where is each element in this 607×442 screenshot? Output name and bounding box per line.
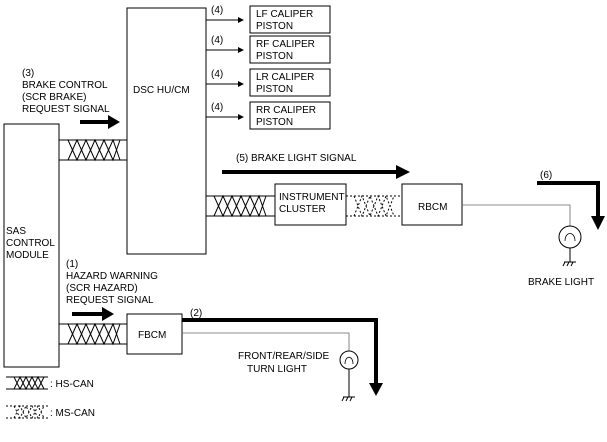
turn-light-circuit: FRONT/REAR/SIDE TURN LIGHT (2) (182, 308, 383, 402)
piston-lr-label-1: LR CALIPER (256, 72, 314, 83)
piston-lf-label-2: PISTON (256, 21, 293, 32)
brake-light-bulb-icon (558, 225, 582, 249)
sas-label-line1: SAS (6, 226, 26, 237)
brake-control-signal: (3) BRAKE CONTROL (SCR BRAKE) REQUEST SI… (22, 68, 120, 129)
hazard-line2: (SCR HAZARD) (66, 283, 138, 294)
rbcm-module: RBCM (401, 183, 463, 226)
fbcm-module: FBCM (126, 313, 183, 355)
turn-light-label-1: FRONT/REAR/SIDE (238, 351, 329, 362)
brake-light-circuit: BRAKE LIGHT (6) (462, 170, 605, 288)
cluster-label-line2: CLUSTER (279, 204, 326, 215)
piston-lr-label-2: PISTON (256, 84, 293, 95)
piston-lf-label-1: LF CALIPER (256, 9, 313, 20)
hs-can-sas-dsc (59, 138, 127, 162)
sas-label-line2: CONTROL (6, 238, 55, 249)
brake-control-line3: REQUEST SIGNAL (22, 104, 110, 115)
piston-rf-step: (4) (211, 35, 223, 46)
hazard-line1: HAZARD WARNING (66, 271, 158, 282)
legend-ms-can-label: : MS-CAN (50, 408, 95, 419)
hazard-signal: (1) HAZARD WARNING (SCR HAZARD) REQUEST … (66, 259, 158, 321)
piston-rr-step: (4) (211, 102, 223, 113)
turn-light-label-2: TURN LIGHT (247, 364, 307, 375)
ms-can-cluster-rbcm (346, 194, 402, 218)
hazard-step: (1) (66, 259, 78, 270)
piston-rf-label-1: RF CALIPER (256, 39, 315, 50)
hazard-line3: REQUEST SIGNAL (66, 295, 154, 306)
hs-can-sas-fbcm (59, 322, 127, 346)
step-2-label: (2) (190, 308, 202, 319)
step-6-label: (6) (540, 170, 552, 181)
piston-lr-step: (4) (211, 69, 223, 80)
turn-light-bulb-icon (339, 350, 359, 370)
hazard-arrow-head (102, 307, 114, 321)
step-6-arrow-head (591, 216, 605, 230)
brake-light-signal-label: (5) BRAKE LIGHT SIGNAL (236, 153, 357, 164)
cluster-label-line1: INSTRUMENT (279, 192, 345, 203)
dsc-label: DSC HU/CM (133, 85, 190, 96)
brake-light-signal: (5) BRAKE LIGHT SIGNAL (222, 153, 410, 179)
instrument-cluster-module: INSTRUMENT CLUSTER (274, 183, 347, 226)
piston-lf: (4) LF CALIPER PISTON (206, 5, 331, 34)
brake-control-step: (3) (22, 68, 34, 79)
piston-lr: (4) LR CALIPER PISTON (206, 68, 331, 97)
legend-hs-can: : HS-CAN (6, 375, 94, 391)
piston-rr-label-1: RR CALIPER (256, 105, 316, 116)
piston-rf-label-2: PISTON (256, 51, 293, 62)
rbcm-label: RBCM (418, 202, 447, 213)
piston-rr-label-2: PISTON (256, 117, 293, 128)
legend-ms-can: : MS-CAN (6, 404, 95, 420)
legend: : HS-CAN : MS-CAN (6, 375, 95, 420)
brake-control-line2: (SCR BRAKE) (22, 92, 86, 103)
brake-control-arrow-head (108, 115, 120, 129)
caliper-piston-group: (4) LF CALIPER PISTON (4) RF CALIPER PIS… (206, 5, 331, 130)
fbcm-label: FBCM (138, 330, 166, 341)
step-2-arrow-shaft (182, 318, 378, 385)
dsc-hu-cm-module: DSC HU/CM (126, 7, 207, 255)
brake-control-line1: BRAKE CONTROL (22, 80, 108, 91)
hs-can-dsc-cluster (206, 194, 275, 218)
piston-rf: (4) RF CALIPER PISTON (206, 35, 331, 64)
piston-rr: (4) RR CALIPER PISTON (206, 101, 331, 130)
brake-light-signal-head (396, 165, 410, 179)
step-6-arrow-shaft (537, 181, 600, 218)
sas-label-line3: MODULE (6, 250, 49, 261)
piston-lf-step: (4) (211, 5, 223, 16)
sas-control-module: SAS CONTROL MODULE (3, 123, 60, 368)
legend-hs-can-label: : HS-CAN (50, 379, 94, 390)
step-2-arrow-head (369, 383, 383, 396)
brake-light-label: BRAKE LIGHT (528, 277, 594, 288)
